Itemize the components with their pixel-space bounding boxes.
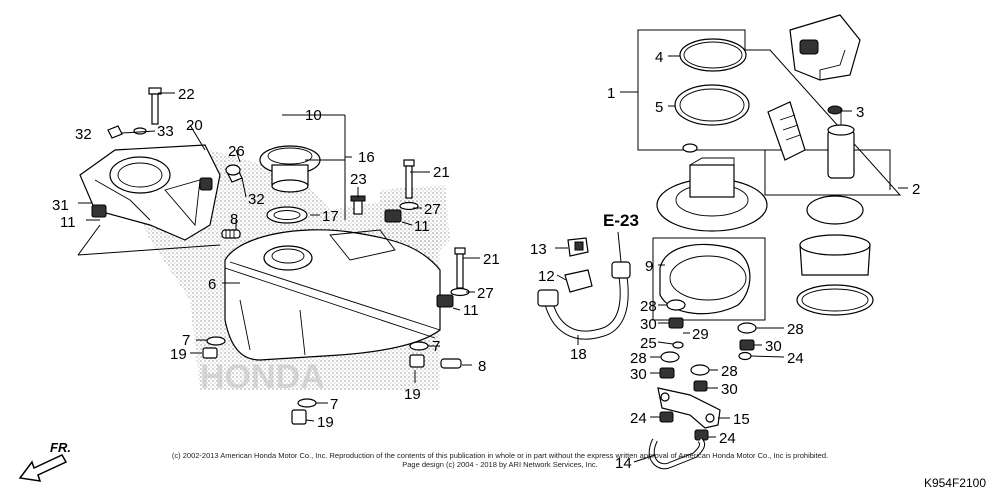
callout-21-b: 21 <box>483 251 500 268</box>
pump-motor-top <box>789 14 861 81</box>
filter-screen <box>767 101 806 161</box>
callout-6: 6 <box>208 276 216 293</box>
callout-11-b: 11 <box>414 218 430 235</box>
callout-19: 19 <box>170 346 187 363</box>
callout-32: 32 <box>75 126 92 143</box>
callout-30-d: 30 <box>765 338 782 355</box>
collar-3 <box>827 105 843 115</box>
washer-ring <box>682 143 698 153</box>
callout-14: 14 <box>615 455 632 472</box>
callout-3: 3 <box>856 104 864 121</box>
callout-8-b: 8 <box>478 358 486 375</box>
pump-flange <box>656 157 768 232</box>
callout-30-b: 30 <box>630 366 647 383</box>
callout-26: 26 <box>228 143 245 160</box>
copyright-notice: (c) 2002-2013 American Honda Motor Co., … <box>171 451 829 460</box>
callout-15: 15 <box>733 411 750 428</box>
callout-20: 20 <box>186 117 203 134</box>
spring-8 <box>221 229 462 369</box>
callout-4: 4 <box>655 49 663 66</box>
callout-12: 12 <box>538 268 555 285</box>
callout-24-b: 24 <box>719 430 736 447</box>
bolt-22 <box>148 87 162 125</box>
callout-11-c: 11 <box>463 302 479 319</box>
callout-16: 16 <box>358 149 375 166</box>
callout-30: 30 <box>640 316 657 333</box>
callout-22: 22 <box>178 86 195 103</box>
callout-10: 10 <box>305 107 322 124</box>
front-direction-arrow: FR. <box>18 440 71 482</box>
callout-19-c: 19 <box>317 414 334 431</box>
leader-lines <box>77 55 908 463</box>
stipple-area-right <box>380 185 450 260</box>
grommet-7 <box>206 336 429 408</box>
callout-27-b: 27 <box>477 285 494 302</box>
pump-motor-2 <box>827 108 855 179</box>
callout-7-b: 7 <box>432 338 440 355</box>
callout-30-c: 30 <box>721 381 738 398</box>
callout-13: 13 <box>530 241 547 258</box>
callout-29: 29 <box>692 326 709 343</box>
callout-28-d: 28 <box>787 321 804 338</box>
collar-33 <box>133 127 147 135</box>
callout-8: 8 <box>230 211 238 228</box>
o-ring-4 <box>679 38 747 72</box>
callout-7: 7 <box>182 332 190 349</box>
gasket-17 <box>266 206 308 224</box>
figure-code: K954F2100 <box>923 476 986 490</box>
fuel-cap-16 <box>259 145 321 193</box>
callout-27: 27 <box>424 201 441 218</box>
callout-labels: 22 32 33 20 26 32 31 11 8 10 16 23 17 21… <box>52 49 920 472</box>
seal-5 <box>674 84 750 126</box>
gasket-9 <box>659 243 751 315</box>
mount-rubber-11 <box>91 204 454 308</box>
grommet-26 <box>225 164 241 176</box>
watermark: HONDA <box>200 358 325 396</box>
connector-13 <box>567 237 589 257</box>
callout-32-b: 32 <box>248 191 265 208</box>
callout-21: 21 <box>433 164 450 181</box>
callout-1: 1 <box>607 85 615 102</box>
callout-24-c: 24 <box>787 350 804 367</box>
callout-33: 33 <box>157 123 174 140</box>
callout-2: 2 <box>912 181 920 198</box>
collar-19 <box>202 347 425 425</box>
callout-18: 18 <box>570 346 587 363</box>
front-direction-label: FR. <box>50 440 71 455</box>
washers-nuts <box>659 299 757 441</box>
callout-31: 31 <box>52 197 69 214</box>
callout-28: 28 <box>640 298 657 315</box>
callout-5: 5 <box>655 99 663 116</box>
callout-19-b: 19 <box>404 386 421 403</box>
callout-28-c: 28 <box>721 363 738 380</box>
callout-7-c: 7 <box>330 396 338 413</box>
callout-24: 24 <box>630 410 647 427</box>
callout-9: 9 <box>645 258 653 275</box>
page-design-notice: Page design (c) 2004 - 2018 by ARI Netwo… <box>402 460 598 469</box>
pump-assembly-box <box>637 29 902 321</box>
callout-25: 25 <box>640 335 657 352</box>
connector-12 <box>564 269 593 293</box>
callout-23: 23 <box>350 171 367 188</box>
callout-28-b: 28 <box>630 350 647 367</box>
bracket-15 <box>657 387 721 429</box>
fuel-tank-6 <box>224 229 441 361</box>
callout-17: 17 <box>322 208 339 225</box>
section-reference: E-23 <box>603 211 639 230</box>
callout-11: 11 <box>60 214 76 231</box>
pump-holder <box>796 195 874 316</box>
